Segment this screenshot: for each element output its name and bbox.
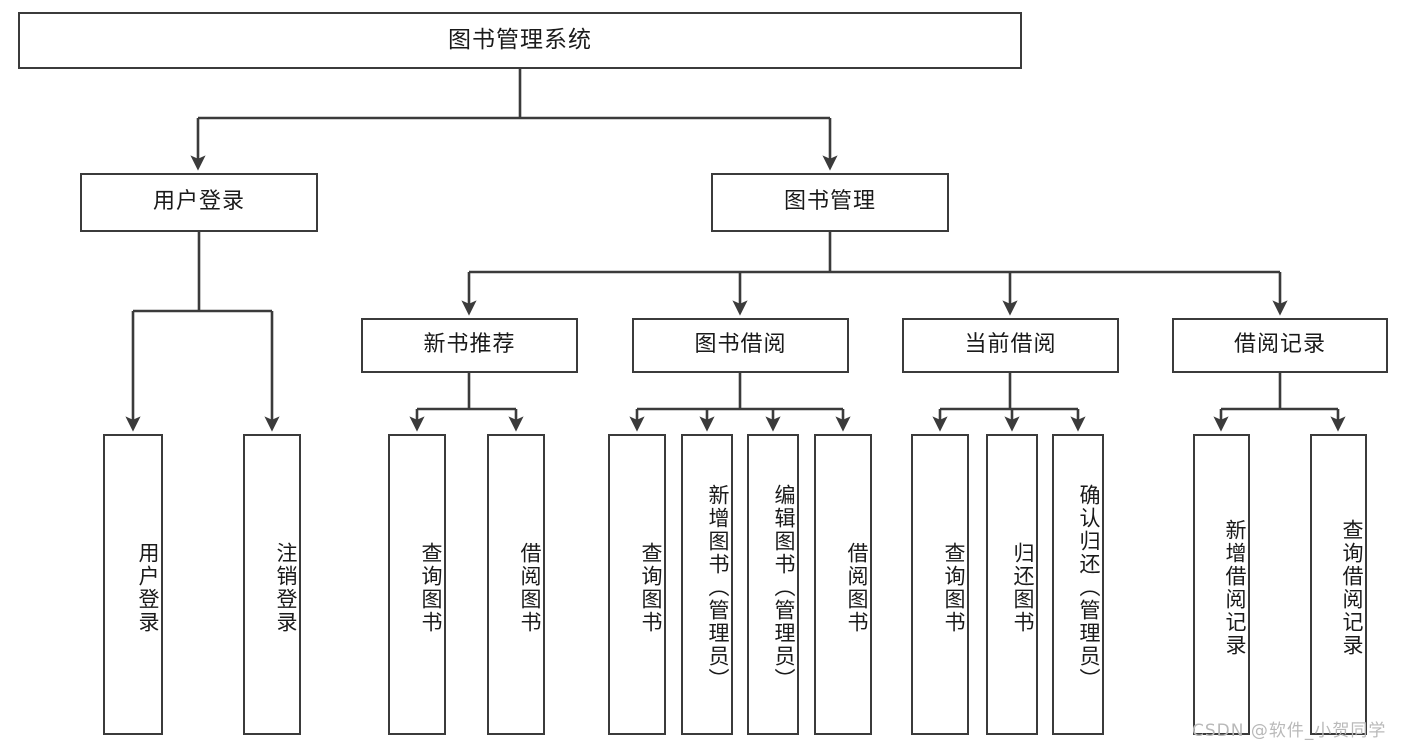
leaf-query-book-borrow[interactable]: 查询图书 bbox=[608, 434, 666, 735]
leaf-edit-book-admin[interactable]: 编辑图书（管理员） bbox=[747, 434, 799, 735]
leaf-query-book-recommend-label: 查询图书 bbox=[419, 541, 443, 634]
leaf-add-book-admin[interactable]: 新增图书（管理员） bbox=[681, 434, 733, 735]
leaf-user-logout-label: 注销登录 bbox=[274, 541, 298, 634]
node-book-manage-label: 图书管理 bbox=[783, 189, 876, 215]
leaf-confirm-return-admin[interactable]: 确认归还（管理员） bbox=[1052, 434, 1104, 735]
csdn-watermark: CSDN @软件_小贺同学 bbox=[1192, 721, 1387, 741]
node-book-borrow-label: 图书借阅 bbox=[694, 332, 787, 358]
leaf-return-book[interactable]: 归还图书 bbox=[986, 434, 1038, 735]
leaf-borrow-book-label: 借阅图书 bbox=[845, 541, 869, 634]
leaf-user-logout[interactable]: 注销登录 bbox=[243, 434, 301, 735]
node-user-login[interactable]: 用户登录 bbox=[80, 173, 318, 232]
leaf-user-login[interactable]: 用户登录 bbox=[103, 434, 163, 735]
leaf-query-book-recommend[interactable]: 查询图书 bbox=[388, 434, 446, 735]
leaf-borrow-book-recommend-label: 借阅图书 bbox=[518, 541, 542, 634]
node-borrow-record-label: 借阅记录 bbox=[1233, 332, 1326, 358]
node-root-label: 图书管理系统 bbox=[448, 26, 592, 53]
leaf-borrow-book-recommend[interactable]: 借阅图书 bbox=[487, 434, 545, 735]
node-book-borrow[interactable]: 图书借阅 bbox=[632, 318, 849, 373]
leaf-query-book-borrow-label: 查询图书 bbox=[639, 541, 663, 634]
node-root-system[interactable]: 图书管理系统 bbox=[18, 12, 1022, 69]
node-book-manage[interactable]: 图书管理 bbox=[711, 173, 949, 232]
leaf-query-book-current-label: 查询图书 bbox=[942, 541, 966, 634]
node-new-book-recommend[interactable]: 新书推荐 bbox=[361, 318, 578, 373]
leaf-borrow-book[interactable]: 借阅图书 bbox=[814, 434, 872, 735]
node-current-borrow[interactable]: 当前借阅 bbox=[902, 318, 1119, 373]
leaf-edit-book-admin-label: 编辑图书（管理员） bbox=[772, 484, 796, 691]
leaf-add-borrow-record[interactable]: 新增借阅记录 bbox=[1193, 434, 1250, 735]
leaf-query-book-current[interactable]: 查询图书 bbox=[911, 434, 969, 735]
leaf-add-borrow-record-label: 新增借阅记录 bbox=[1223, 518, 1247, 657]
leaf-confirm-return-admin-label: 确认归还（管理员） bbox=[1077, 484, 1101, 691]
leaf-query-borrow-record-label: 查询借阅记录 bbox=[1340, 518, 1364, 657]
node-borrow-record[interactable]: 借阅记录 bbox=[1172, 318, 1388, 373]
leaf-query-borrow-record[interactable]: 查询借阅记录 bbox=[1310, 434, 1367, 735]
leaf-user-login-label: 用户登录 bbox=[136, 541, 160, 634]
node-new-book-recommend-label: 新书推荐 bbox=[423, 332, 516, 358]
node-current-borrow-label: 当前借阅 bbox=[964, 332, 1057, 358]
leaf-add-book-admin-label: 新增图书（管理员） bbox=[706, 484, 730, 691]
node-user-login-label: 用户登录 bbox=[152, 189, 245, 215]
leaf-return-book-label: 归还图书 bbox=[1011, 541, 1035, 634]
